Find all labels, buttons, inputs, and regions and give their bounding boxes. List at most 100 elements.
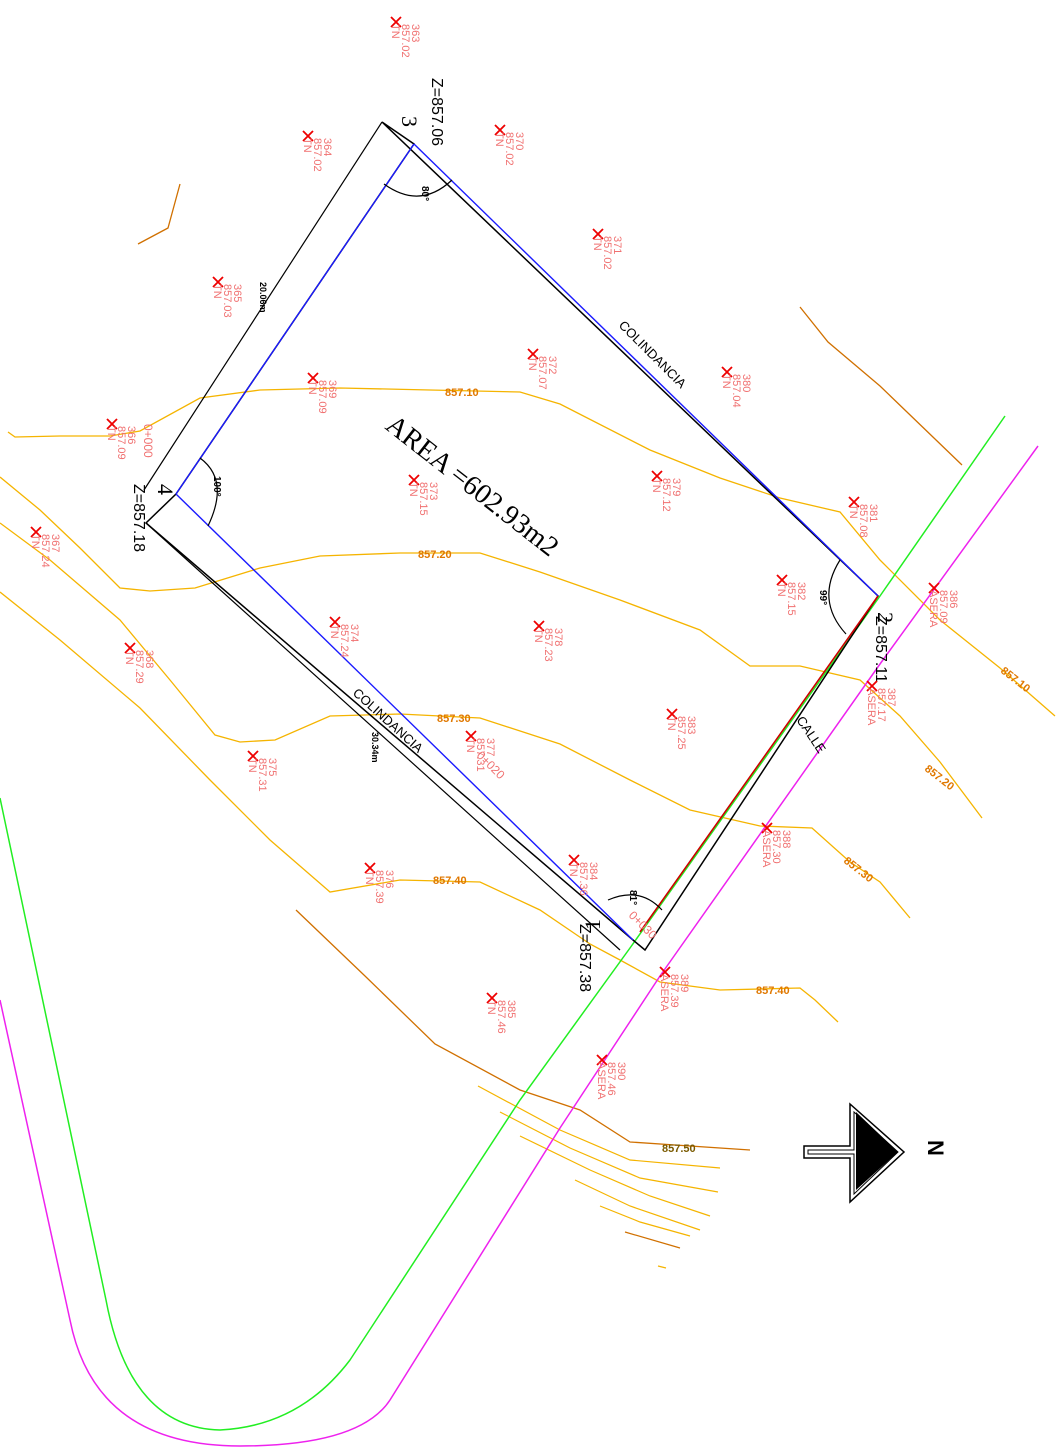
survey-point-elevation: 857.31 [474, 738, 486, 772]
survey-point-code: TN [105, 426, 117, 441]
lot-edge-street-black [632, 939, 646, 951]
survey-point-marker-icon [307, 372, 319, 384]
contour-label-857-10-b: 857.10 [998, 665, 1032, 695]
contour-857-40 [0, 591, 839, 1023]
dimension-south: 30.34m [370, 732, 380, 763]
contour-label-857-30-b: 857.30 [841, 855, 875, 885]
survey-point-id: 376 [383, 870, 395, 888]
survey-point-code: TN [464, 738, 476, 753]
lot-inner-line-south [145, 522, 621, 951]
survey-point-elevation: 857.09 [316, 380, 328, 414]
survey-point-code: TN [29, 534, 41, 549]
contour-label-857-40-a: 857.40 [433, 875, 467, 887]
survey-point-id: 389 [678, 974, 690, 992]
survey-point-marker-icon [659, 966, 671, 978]
vertex-1-z-label: Z=857.38 [576, 924, 593, 992]
survey-point-id: 387 [885, 688, 897, 706]
survey-point-code: TN [123, 650, 135, 665]
survey-point-code: TN [211, 284, 223, 299]
north-arrow-head-icon [856, 1112, 898, 1190]
survey-point-id: 373 [427, 482, 439, 500]
survey-point-marker-icon [494, 124, 506, 136]
lot-edge-south-blue [175, 493, 634, 941]
survey-point-id: 385 [505, 1000, 517, 1018]
survey-point-elevation: 857.02 [399, 24, 411, 58]
survey-point-elevation: 857.23 [542, 628, 554, 662]
survey-point-code: TN [532, 628, 544, 643]
survey-point-code: ASERA [595, 1062, 607, 1100]
survey-point-elevation: 857.07 [536, 356, 548, 390]
survey-point-elevation: 857.02 [311, 138, 323, 172]
lot-boundary [143, 121, 879, 952]
contour-label-857-20-b: 857.20 [922, 763, 956, 793]
survey-point-marker-icon [527, 348, 539, 360]
survey-point-marker-icon [596, 1054, 608, 1066]
survey-point-code: TN [847, 504, 859, 519]
side-label-colindancia-south: COLINDANCIA [350, 685, 426, 756]
survey-point-code: TN [775, 582, 787, 597]
survey-point-marker-icon [465, 730, 477, 742]
lot-inner-line-west [143, 121, 383, 491]
survey-point-marker-icon [124, 642, 136, 654]
vertex-3-z-label: Z=857.06 [428, 78, 445, 146]
station-label-0: 0+000 [141, 424, 155, 458]
vertex-4-z-label: Z=857.18 [130, 484, 147, 552]
survey-point-marker-icon [486, 992, 498, 1004]
contour-fragment-3 [477, 1085, 721, 1169]
survey-point-id: 381 [867, 504, 879, 522]
survey-point-id: 379 [670, 478, 682, 496]
survey-point-id: 382 [795, 582, 807, 600]
contour-label-857-50: 857.50 [662, 1143, 696, 1155]
survey-point-elevation: 857.25 [675, 716, 687, 750]
survey-point-marker-icon [106, 418, 118, 430]
survey-point-code: ASERA [865, 688, 877, 726]
survey-point-code: ASERA [658, 974, 670, 1012]
survey-point-elevation: 857.46 [495, 1000, 507, 1034]
survey-point-marker-icon [568, 854, 580, 866]
survey-point-marker-icon [721, 366, 733, 378]
survey-point-code: ASERA [927, 590, 939, 628]
survey-point-id: 364 [321, 138, 333, 156]
contour-label-857-30-a: 857.30 [437, 713, 471, 725]
survey-point-elevation: 857.02 [601, 236, 613, 270]
contour-fragment-2 [799, 306, 963, 466]
survey-point-marker-icon [848, 496, 860, 508]
survey-point-elevation: 857.30 [770, 830, 782, 864]
contour-fragment-4 [499, 1111, 719, 1193]
survey-point-marker-icon [533, 620, 545, 632]
vertex-1-number: 1 [580, 919, 605, 930]
survey-point-code: TN [591, 236, 603, 251]
vertex-1-angle: 81° [627, 890, 638, 905]
contour-fragment-1 [137, 183, 181, 245]
survey-point-marker-icon [364, 862, 376, 874]
survey-point-id: 370 [513, 132, 525, 150]
survey-point-id: 383 [685, 716, 697, 734]
survey-point-elevation: 857.39 [373, 870, 385, 904]
vertex-2-number: 2 [873, 612, 898, 623]
survey-point-marker-icon [928, 582, 940, 594]
lot-edge-street-red [639, 595, 879, 933]
survey-point-elevation: 857.03 [221, 284, 233, 318]
road-lines [0, 415, 1039, 1447]
survey-points: 363857.02TN364857.02TN365857.03TN366857.… [29, 16, 959, 1100]
survey-point-marker-icon [776, 574, 788, 586]
survey-point-code: TN [650, 478, 662, 493]
contour-label-857-10-a: 857.10 [445, 387, 479, 399]
survey-point-marker-icon [302, 130, 314, 142]
contour-857-30 [0, 522, 911, 919]
survey-point-id: 368 [143, 650, 155, 668]
